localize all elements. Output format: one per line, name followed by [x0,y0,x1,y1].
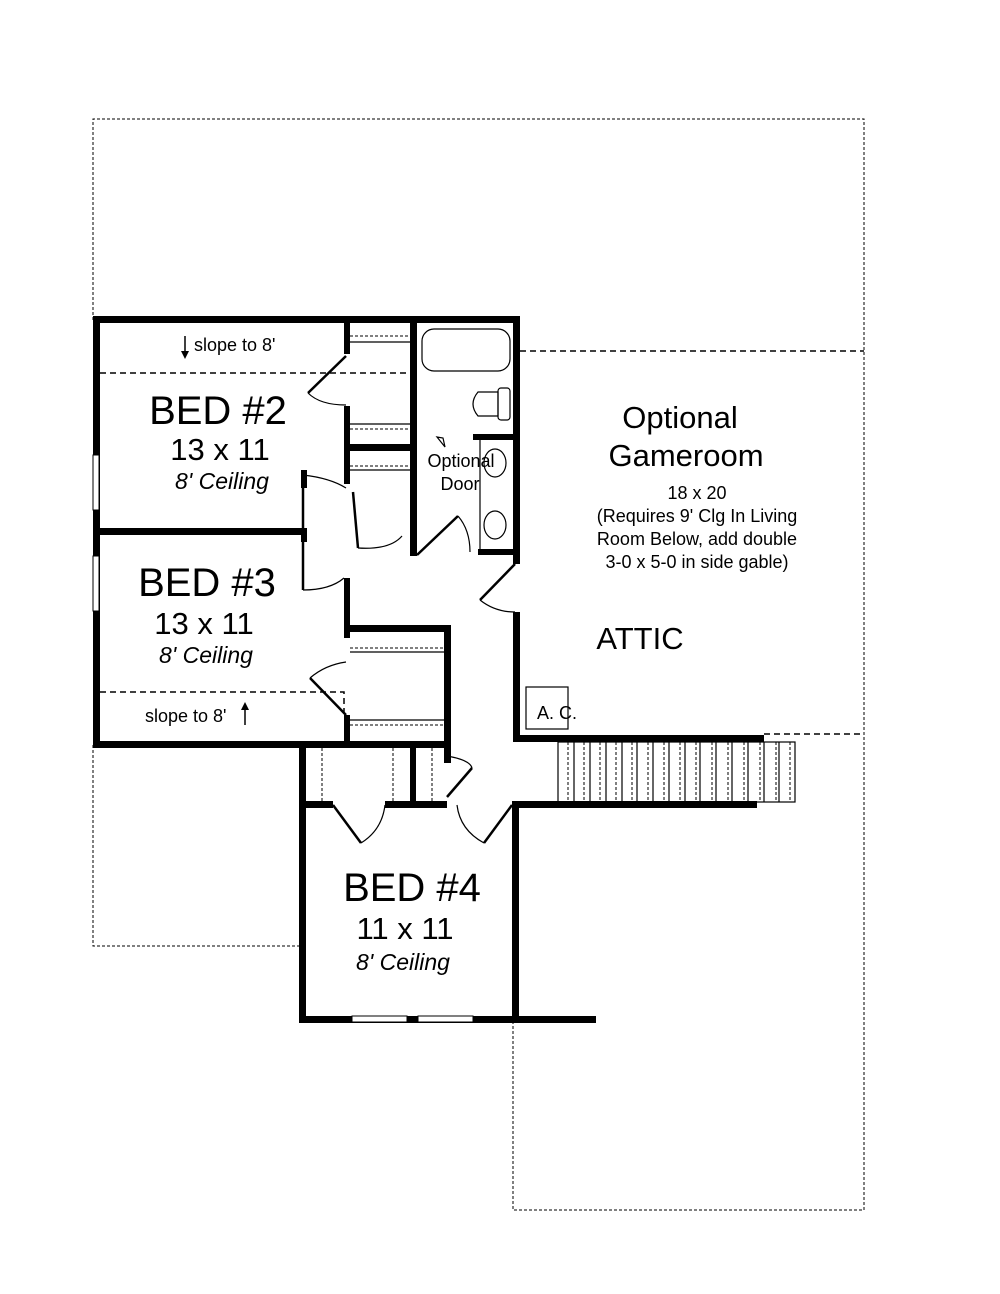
sink-icon [483,510,507,540]
bath-optional-door-line2: Door [440,474,479,494]
slope-arrow-down-icon [181,336,189,359]
gameroom-title-line2: Gameroom [608,438,763,473]
gameroom-note-line1: (Requires 9' Clg In Living [597,506,798,526]
gameroom-note-line3: 3-0 x 5-0 in side gable) [605,552,788,572]
slope-arrow-up-icon [241,702,249,725]
bed2-ceiling: 8' Ceiling [175,468,269,494]
bed3-name: BED #3 [138,561,276,605]
bed4-ceiling: 8' Ceiling [356,949,450,975]
bed4-name: BED #4 [343,866,481,910]
ac-unit-box [525,686,569,730]
bath-optional-door-line1: Optional [427,451,494,471]
ac-label: A. C. [537,703,577,723]
windows [92,454,474,1023]
sink-icon [483,448,507,478]
bed4-dimensions: 11 x 11 [356,911,453,946]
gameroom-dimensions: 18 x 20 [667,483,726,503]
bed2-slope-note: slope to 8' [194,335,276,355]
toilet-icon [472,391,499,417]
doors [301,355,516,844]
slope-line-bed3 [100,691,345,715]
bath-fixtures [421,328,511,549]
bed3-ceiling: 8' Ceiling [159,642,253,668]
door-arrow-icon [435,436,446,448]
bed2-dimensions: 13 x 11 [170,432,269,467]
bed2-name: BED #2 [149,389,287,433]
bathtub-icon [421,328,511,372]
bed3-slope-note: slope to 8' [145,706,227,726]
attic-label: ATTIC [596,621,683,656]
gameroom-title-line1: Optional [622,400,737,435]
roof-outline-dashed [92,118,865,1211]
staircase [557,741,796,803]
bed3-dimensions: 13 x 11 [154,606,253,641]
closet-shelves [321,335,444,801]
gameroom-note-line2: Room Below, add double [597,529,797,549]
